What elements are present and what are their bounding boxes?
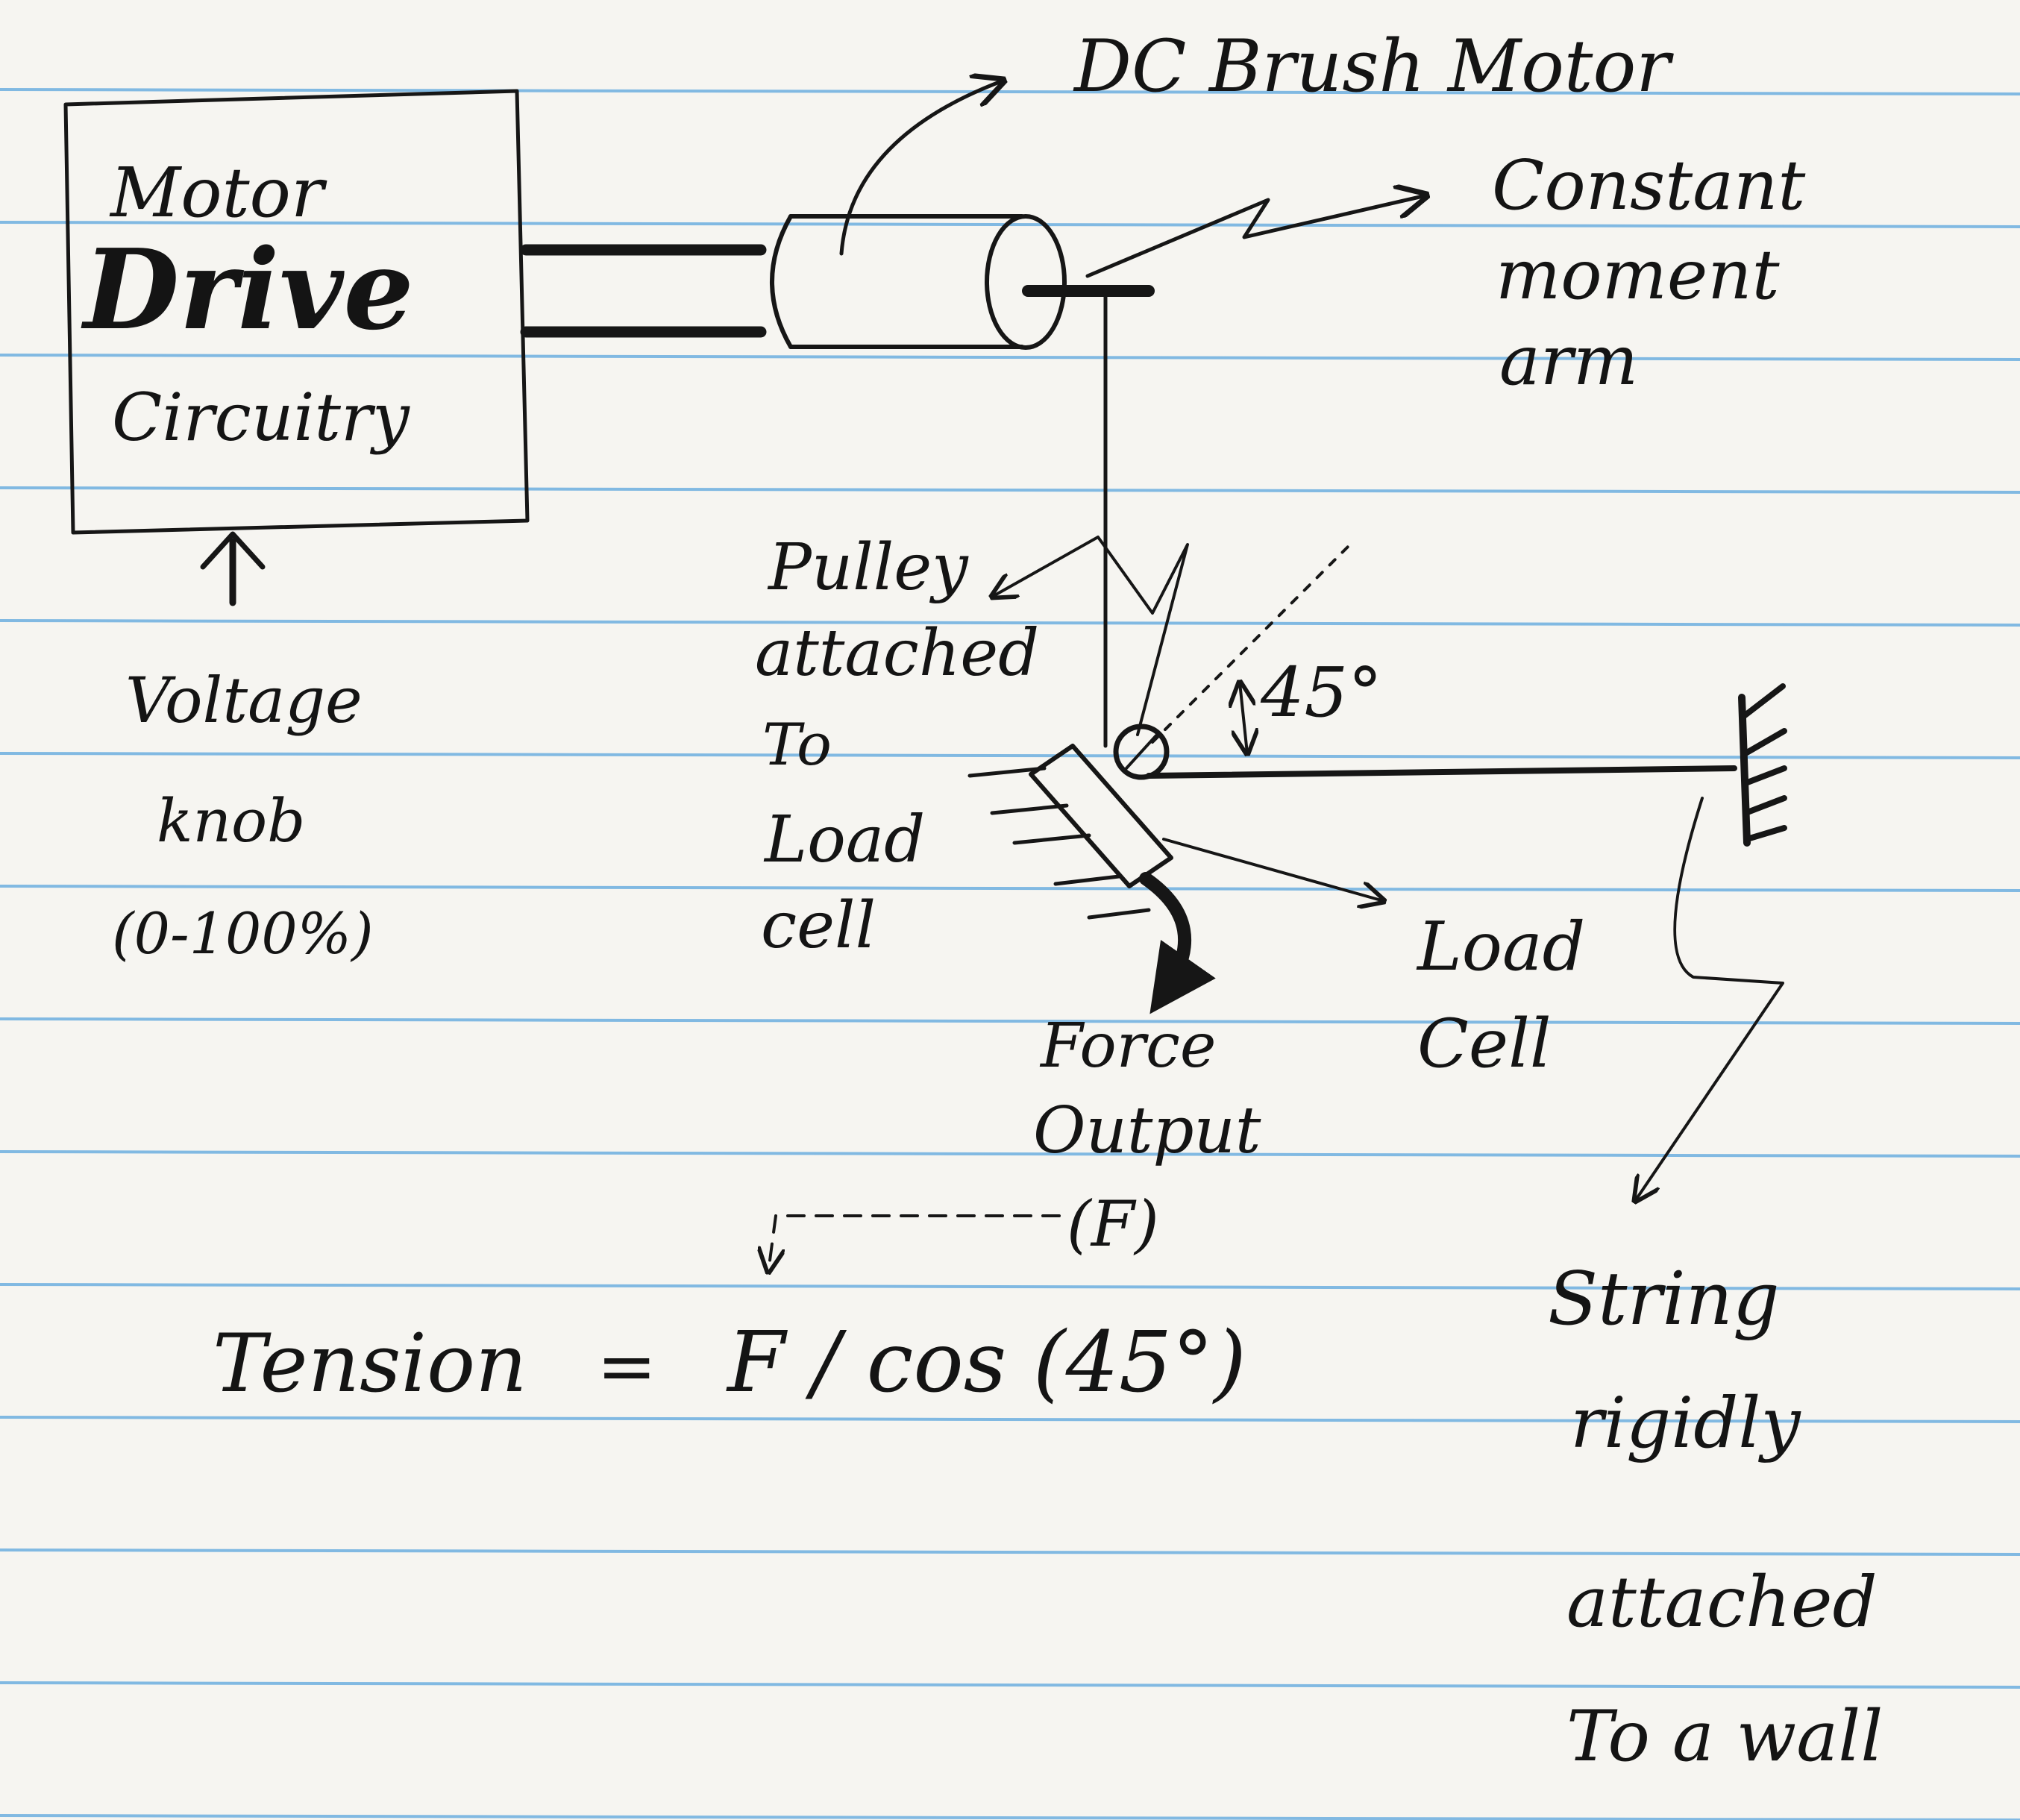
force-output-label: Force Output (F)	[1033, 1011, 1261, 1261]
moment-arm-pointer-arrow	[1085, 195, 1426, 278]
dc-motor-label: DC Brush Motor	[1073, 25, 1674, 108]
moment-arm-line-3: arm	[1499, 321, 1638, 401]
voltage-knob-line-2: knob	[157, 786, 305, 856]
voltage-knob-line-1: Voltage	[125, 664, 363, 737]
angle-label: 45°	[1260, 653, 1382, 732]
notebook-rule-line	[0, 1017, 2020, 1025]
load-cell-line-2: Cell	[1417, 1005, 1552, 1083]
force-to-equation-pointer	[768, 1214, 1061, 1272]
notebook-rule-lines	[0, 88, 2020, 1820]
notebook-rule-line	[0, 1150, 2020, 1158]
motor-drive-box: Motor Drive Circuitry	[63, 89, 530, 535]
force-output-arrow	[1139, 872, 1216, 1014]
pulley-line-5: cell	[761, 888, 876, 963]
string-line-3: attached	[1566, 1562, 1878, 1643]
dc-brush-motor	[770, 214, 1067, 350]
motor-box-line-1: Motor	[109, 153, 327, 233]
load-cell-label: Load Cell	[1416, 908, 1585, 1083]
force-output-line-3: (F)	[1067, 1187, 1159, 1261]
notebook-rule-line	[0, 1681, 2020, 1689]
string-pointer-arrow	[1635, 797, 1784, 1201]
equation-rhs: F / cos (45°)	[726, 1314, 1246, 1411]
pulley-line-2: attached	[755, 616, 1039, 691]
pulley-label: Pulley attached To Load cell	[755, 530, 1039, 963]
equation-lhs: Tension	[213, 1317, 527, 1410]
moment-arm-label: Constant moment arm	[1492, 145, 1806, 401]
pulley-pointer-arrow	[992, 536, 1189, 736]
moment-arm-line-2: moment	[1496, 235, 1781, 315]
wall	[1738, 683, 1787, 847]
force-output-line-2: Output	[1033, 1093, 1261, 1168]
notebook-rule-line	[0, 1283, 2020, 1290]
dc-motor-pointer-arrow	[839, 81, 1003, 256]
load-cell-pointer-arrow	[1162, 838, 1384, 901]
string-line-1: String	[1548, 1257, 1780, 1342]
pulley	[1113, 724, 1170, 780]
voltage-knob-line-3: (0-100%)	[112, 900, 374, 967]
string-label: String rigidly attached To a wall	[1548, 1257, 1883, 1777]
angle-marker: 45°	[1151, 543, 1382, 753]
string	[1103, 290, 1737, 779]
notebook-rule-line	[0, 752, 2020, 759]
tension-equation: Tension = F / cos (45°)	[213, 1314, 1246, 1411]
motor-wires	[520, 244, 767, 338]
force-output-line-1: Force	[1039, 1011, 1216, 1082]
voltage-knob-label: Voltage knob (0-100%)	[112, 664, 374, 967]
pulley-line-3: To	[762, 712, 832, 779]
string-line-2: rigidly	[1570, 1383, 1801, 1464]
voltage-knob-arrow	[200, 531, 266, 606]
motor-box-line-3: Circuitry	[112, 379, 410, 456]
equation-equals: =	[597, 1325, 656, 1408]
string-line-4: To a wall	[1566, 1696, 1883, 1777]
notebook-rule-line	[0, 1814, 2020, 1820]
notebook-rule-line	[0, 1548, 2020, 1556]
motor-box-line-2: Drive	[81, 225, 414, 354]
notebook-rule-line	[0, 88, 2020, 95]
notebook-rule-line	[0, 885, 2020, 892]
notebook-rule-line	[0, 619, 2020, 627]
pulley-line-1: Pulley	[767, 530, 969, 605]
notebook-rule-line	[0, 354, 2020, 361]
load-cell-line-1: Load	[1416, 908, 1585, 986]
notebook-rule-line	[0, 486, 2020, 494]
notebook-rule-line	[0, 1416, 2020, 1423]
load-cell	[967, 744, 1173, 920]
moment-arm-line-1: Constant	[1492, 145, 1806, 225]
pulley-line-4: Load	[763, 803, 925, 877]
